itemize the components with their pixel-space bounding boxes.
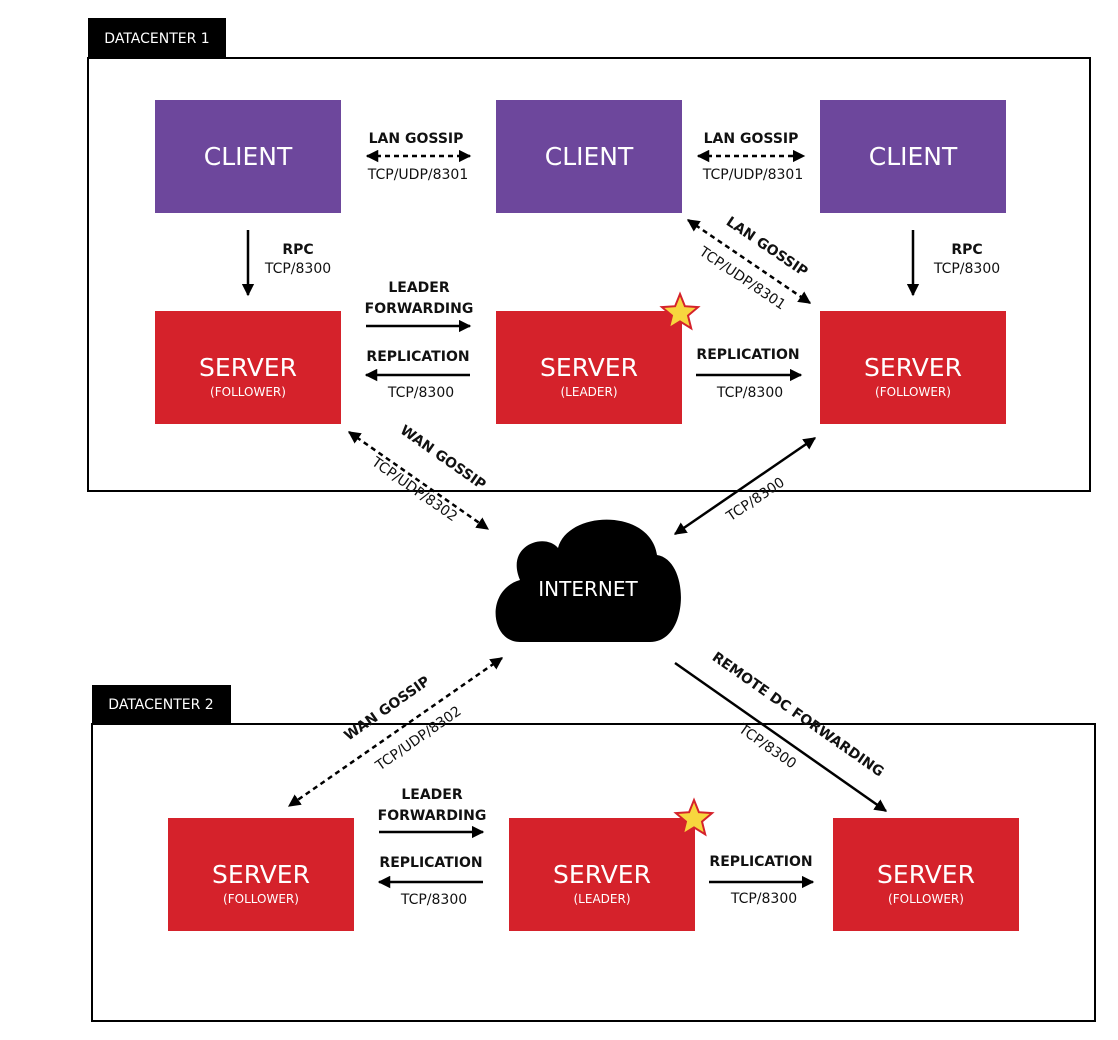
server-role: (FOLLOWER) [888, 892, 964, 906]
dc1-server-left[interactable]: SERVER (FOLLOWER) [155, 311, 341, 424]
dc1-rpc-right-edge: RPC TCP/8300 [906, 230, 1000, 297]
remote-dc-forwarding-edge: REMOTE DC FORWARDING TCP/8300 [674, 649, 888, 813]
server-title: SERVER [199, 353, 297, 382]
client-title: CLIENT [869, 142, 958, 171]
edge-label: FORWARDING [378, 808, 487, 824]
client-box [155, 100, 341, 213]
datacenter-2-label: DATACENTER 2 [108, 697, 213, 713]
dc1-lan-gossip-right-edge: LAN GOSSIP TCP/UDP/8301 [696, 131, 806, 183]
dc2-wan-gossip-edge: WAN GOSSIP TCP/UDP/8302 [287, 656, 504, 808]
datacenter-1-tab [88, 18, 226, 58]
dc1-server-right[interactable]: SERVER (FOLLOWER) [820, 311, 1006, 424]
edge-label: RPC [282, 242, 313, 258]
lan-gossip-arrow [686, 218, 812, 305]
edge-protocol: TCP/8300 [400, 892, 467, 908]
edge-label: REPLICATION [366, 349, 469, 365]
server-title: SERVER [553, 860, 651, 889]
server-title: SERVER [540, 353, 638, 382]
internet-label: INTERNET [538, 577, 638, 601]
dc1-leader-forwarding-edge: LEADER FORWARDING [365, 280, 474, 333]
dc1-client-mid[interactable]: CLIENT [496, 100, 682, 213]
datacenter-1-border [87, 57, 1091, 492]
datacenter-1: DATACENTER 1 [87, 18, 1091, 492]
wan-gossip-arrow [347, 430, 490, 531]
edge-label: RPC [951, 242, 982, 258]
dc1-server-mid[interactable]: SERVER (LEADER) [496, 291, 701, 424]
internet-cloud: INTERNET [495, 519, 681, 642]
server-role: (FOLLOWER) [223, 892, 299, 906]
dc1-rpc-left-edge: RPC TCP/8300 [241, 230, 331, 297]
client-title: CLIENT [204, 142, 293, 171]
edge-label: LAN GOSSIP [704, 131, 799, 147]
server-title: SERVER [864, 353, 962, 382]
dc1-client-right[interactable]: CLIENT [820, 100, 1006, 213]
dc2-replication-left-edge: REPLICATION TCP/8300 [377, 855, 483, 908]
dc1-wan-gossip-edge: WAN GOSSIP TCP/UDP/8302 [347, 422, 490, 531]
edge-protocol: TCP/8300 [933, 261, 1000, 277]
server-title: SERVER [877, 860, 975, 889]
datacenter-2: DATACENTER 2 [91, 685, 1096, 1022]
dc1-replication-left-edge: REPLICATION TCP/8300 [364, 349, 470, 401]
server-role: (LEADER) [561, 385, 618, 399]
star-icon [673, 797, 715, 837]
dc2-replication-right-edge: REPLICATION TCP/8300 [709, 854, 815, 907]
dc1-internet-tcp-edge: TCP/8300 [673, 436, 817, 536]
dc2-server-left[interactable]: SERVER (FOLLOWER) [168, 818, 354, 931]
dc2-leader-forwarding-edge: LEADER FORWARDING [378, 787, 487, 839]
edge-label: REPLICATION [696, 347, 799, 363]
edge-protocol: TCP/8300 [264, 261, 331, 277]
client-box [496, 100, 682, 213]
server-box [168, 818, 354, 931]
edge-protocol: TCP/UDP/8301 [702, 167, 803, 183]
edge-label: REPLICATION [379, 855, 482, 871]
star-icon [659, 291, 701, 331]
server-box [155, 311, 341, 424]
remote-forwarding-arrow [674, 661, 888, 813]
server-box [833, 818, 1019, 931]
edge-protocol: TCP/8300 [716, 385, 783, 401]
server-title: SERVER [212, 860, 310, 889]
dc1-lan-gossip-diag-edge: LAN GOSSIP TCP/UDP/8301 [686, 214, 812, 313]
client-title: CLIENT [545, 142, 634, 171]
client-box [820, 100, 1006, 213]
server-role: (FOLLOWER) [875, 385, 951, 399]
edge-label: FORWARDING [365, 301, 474, 317]
server-role: (LEADER) [574, 892, 631, 906]
datacenter-2-tab [92, 685, 231, 724]
edge-protocol: TCP/8300 [730, 891, 797, 907]
server-box [820, 311, 1006, 424]
datacenter-2-border [91, 723, 1096, 1022]
server-role: (FOLLOWER) [210, 385, 286, 399]
dc1-client-left[interactable]: CLIENT [155, 100, 341, 213]
server-box [509, 818, 695, 931]
wan-gossip-arrow [287, 656, 504, 808]
edge-protocol: TCP/8300 [387, 385, 454, 401]
edge-label: LEADER [401, 787, 463, 803]
edge-label: LAN GOSSIP [369, 131, 464, 147]
dc2-server-mid[interactable]: SERVER (LEADER) [509, 797, 715, 931]
edge-label: REPLICATION [709, 854, 812, 870]
cloud-icon [495, 519, 681, 642]
datacenter-1-label: DATACENTER 1 [104, 31, 209, 47]
edge-label: LEADER [388, 280, 450, 296]
dc2-server-right[interactable]: SERVER (FOLLOWER) [833, 818, 1019, 931]
edge-protocol: TCP/UDP/8301 [367, 167, 468, 183]
dc1-lan-gossip-left-edge: LAN GOSSIP TCP/UDP/8301 [365, 131, 472, 183]
edge-protocol: TCP/8300 [723, 475, 788, 526]
dc1-replication-right-edge: REPLICATION TCP/8300 [696, 347, 803, 401]
tcp-arrow [673, 436, 817, 536]
server-box [496, 311, 682, 424]
